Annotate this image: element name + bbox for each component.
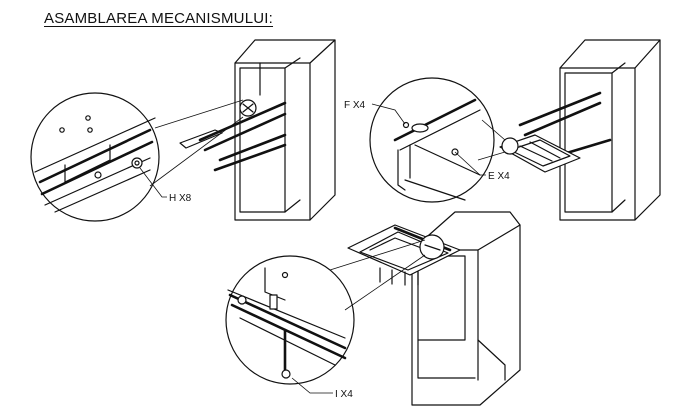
step-3-detail-magnifier [225,239,426,394]
step-2-detail-magnifier [369,77,506,203]
label-h-x8: H X8 [169,193,192,204]
label-e-x4: E X4 [488,171,510,182]
step-1-cabinet [179,39,336,221]
label-i-x4: I X4 [335,389,353,400]
step-2-cabinet [499,39,661,221]
step-1-detail-magnifier [30,92,244,222]
page-title: ASAMBLAREA MECANISMULUI: [44,10,274,27]
step-3-cabinet [347,211,521,406]
label-f-x4: F X4 [344,100,366,111]
